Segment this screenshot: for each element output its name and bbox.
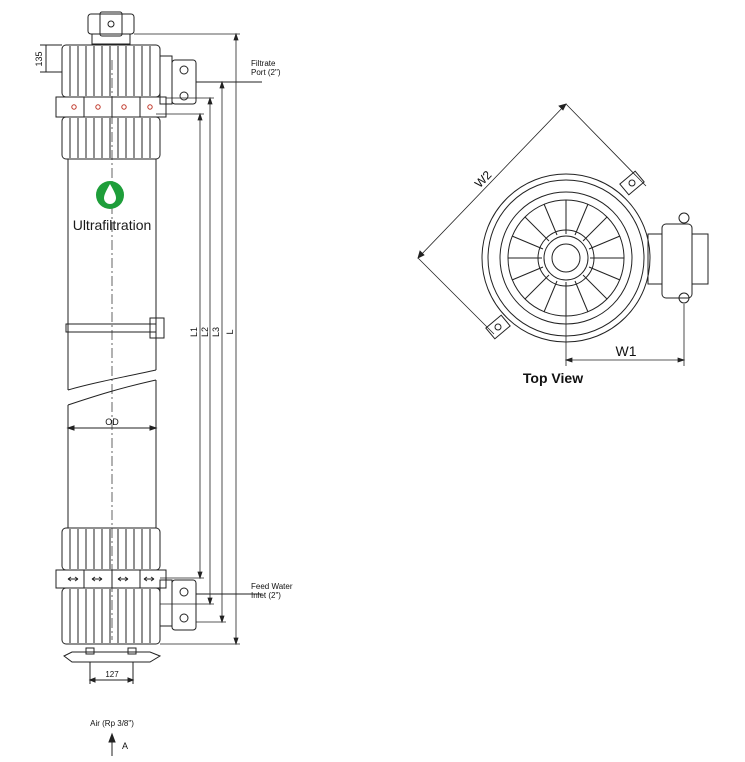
feed-water-port xyxy=(159,579,262,631)
base-dim-label: 127 xyxy=(105,670,119,679)
filtrate-label-2: Port (2") xyxy=(251,68,281,77)
top-collar xyxy=(61,116,161,160)
top-coupling xyxy=(55,96,167,118)
top-view-port xyxy=(647,212,709,304)
side-labels: Ultrafiltration 135 Filtrate Port (2") F… xyxy=(34,51,293,751)
filtrate-label-1: Filtrate xyxy=(251,59,276,68)
length-dimensions xyxy=(134,32,240,646)
top-view-title: Top View xyxy=(523,370,583,386)
feed-label-2: Inlet (2") xyxy=(251,591,281,600)
l3-label: L3 xyxy=(211,327,221,337)
l-label: L xyxy=(225,329,235,334)
l1-label: L1 xyxy=(189,327,199,337)
air-inlet-arrow xyxy=(108,732,116,756)
housing-body xyxy=(67,60,157,640)
top-view-clamps xyxy=(485,170,645,340)
top-clamp xyxy=(87,11,135,45)
w1-label: W1 xyxy=(616,343,637,359)
w2-label: W2 xyxy=(472,168,495,191)
od-label: OD xyxy=(105,417,119,427)
top-end-cap xyxy=(61,44,161,98)
view-arrow-label: A xyxy=(122,741,128,751)
bottom-end-cap xyxy=(61,587,161,645)
top-view xyxy=(417,103,709,366)
dim-135 xyxy=(40,44,62,73)
mid-band xyxy=(65,317,165,339)
bottom-coupling xyxy=(55,569,167,589)
brand-logo xyxy=(96,181,124,209)
od-dimension xyxy=(66,425,158,431)
air-inlet-label: Air (Rp 3/8") xyxy=(90,719,134,728)
drop-glyph xyxy=(104,184,116,204)
bottom-collar xyxy=(61,527,161,571)
filtrate-port xyxy=(159,55,262,105)
dim-135-label: 135 xyxy=(34,51,44,66)
impeller-spokes xyxy=(508,200,624,316)
feed-label-1: Feed Water xyxy=(251,582,293,591)
l2-label: L2 xyxy=(200,327,210,337)
base-flange xyxy=(63,647,162,684)
side-elevation xyxy=(40,11,262,756)
w1-dimension xyxy=(564,286,686,366)
w2-dimension xyxy=(417,103,647,335)
brand-name: Ultrafiltration xyxy=(73,217,152,233)
